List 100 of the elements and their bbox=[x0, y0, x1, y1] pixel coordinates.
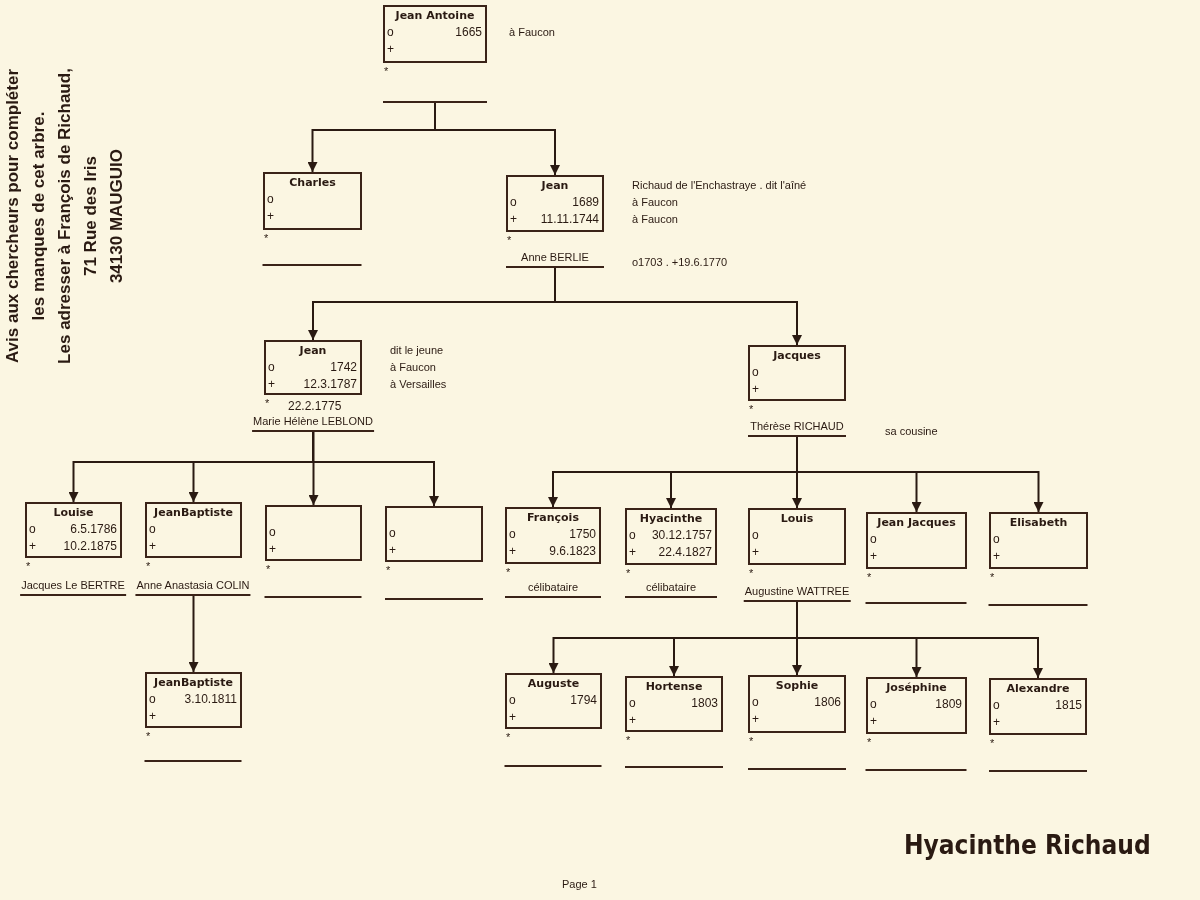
marriage-note: sa cousine bbox=[885, 424, 938, 438]
birth-date: 30.12.1757 bbox=[651, 527, 712, 544]
arrow bbox=[796, 601, 1043, 679]
birth-mark: o bbox=[993, 697, 1000, 714]
person-note: à Faucon bbox=[632, 212, 678, 226]
birth-date: 1806 bbox=[814, 694, 841, 711]
baptism-mark: * bbox=[749, 734, 754, 748]
death-mark: + bbox=[629, 544, 636, 561]
baptism-mark: * bbox=[266, 562, 271, 576]
baptism-mark: * bbox=[506, 730, 511, 744]
marriage-line bbox=[505, 581, 601, 598]
person-name: Louis bbox=[779, 511, 815, 527]
arrow bbox=[312, 431, 439, 507]
birth-mark: o bbox=[752, 527, 759, 544]
baptism-mark: * bbox=[146, 559, 151, 573]
death-mark: + bbox=[752, 711, 759, 728]
baptism-mark: * bbox=[384, 64, 389, 78]
baptism-mark: * bbox=[506, 565, 511, 579]
birth-date: 1794 bbox=[570, 692, 597, 709]
notice-text: 71 Rue des Iris bbox=[81, 156, 100, 276]
death-mark: + bbox=[389, 542, 396, 559]
baptism-mark: * bbox=[990, 736, 995, 750]
death-mark: + bbox=[993, 548, 1000, 565]
person-name: Jean Antoine bbox=[394, 8, 476, 24]
birth-date: 1803 bbox=[691, 695, 718, 712]
birth-mark: o bbox=[629, 527, 636, 544]
birth-mark: o bbox=[993, 531, 1000, 548]
spouse-name: Thérèse RICHAUD bbox=[749, 420, 845, 434]
birth-mark: o bbox=[149, 691, 156, 708]
arrow bbox=[554, 267, 802, 346]
spouse-name: Anne BERLIE bbox=[520, 251, 590, 265]
person-box bbox=[505, 507, 601, 564]
birth-mark: o bbox=[870, 696, 877, 713]
baptism-mark: * bbox=[507, 233, 512, 247]
spouse-name: Augustine WATTREE bbox=[743, 585, 851, 599]
birth-date: 1665 bbox=[455, 24, 482, 41]
person-box bbox=[625, 676, 723, 732]
notice-text: les manques de cet arbre. bbox=[29, 111, 48, 321]
death-mark: + bbox=[870, 713, 877, 730]
person-note: à Faucon bbox=[509, 25, 555, 39]
spouse-name: Anne Anastasia COLIN bbox=[135, 579, 251, 593]
person-box bbox=[748, 508, 846, 565]
death-date: 11.11.1744 bbox=[540, 211, 599, 228]
person-box bbox=[263, 172, 362, 230]
person-box bbox=[505, 673, 602, 729]
birth-mark: o bbox=[149, 521, 156, 538]
baptism-mark: * bbox=[749, 402, 754, 416]
arrow bbox=[434, 102, 560, 176]
baptism-mark: * bbox=[386, 563, 391, 577]
marriage-line bbox=[385, 598, 483, 600]
birth-date: 1809 bbox=[935, 696, 962, 713]
marriage-line bbox=[748, 768, 846, 770]
marriage-date: 22.2.1775 bbox=[288, 399, 342, 413]
death-mark: + bbox=[629, 712, 636, 729]
birth-mark: o bbox=[387, 24, 394, 41]
person-box bbox=[625, 508, 717, 565]
person-name: JeanBaptiste bbox=[152, 505, 234, 521]
birth-mark: o bbox=[629, 695, 636, 712]
baptism-mark: * bbox=[867, 735, 872, 749]
person-box bbox=[748, 345, 846, 401]
death-mark: + bbox=[752, 381, 759, 398]
baptism-mark: * bbox=[265, 396, 270, 410]
death-mark: + bbox=[509, 543, 516, 560]
marriage-line bbox=[264, 596, 362, 598]
birth-mark: o bbox=[870, 531, 877, 548]
death-mark: + bbox=[269, 541, 276, 558]
person-name: Hyacinthe bbox=[638, 511, 704, 527]
death-date: 9.6.1823 bbox=[549, 543, 596, 560]
birth-mark: o bbox=[268, 359, 275, 376]
death-date: 22.4.1827 bbox=[658, 544, 712, 561]
person-box bbox=[264, 340, 362, 395]
page-number: Page 1 bbox=[562, 878, 597, 890]
death-mark: + bbox=[752, 544, 759, 561]
spouse-name: célibataire bbox=[644, 581, 698, 595]
person-box bbox=[383, 5, 487, 63]
notice-text: Les adresser à François de Richaud, bbox=[55, 68, 74, 364]
spouse-name: célibataire bbox=[526, 581, 580, 595]
notice-text: Avis aux chercheurs pour compléter bbox=[3, 68, 22, 364]
birth-mark: o bbox=[510, 194, 517, 211]
death-mark: + bbox=[29, 538, 36, 555]
marriage-line bbox=[989, 770, 1087, 772]
person-box bbox=[748, 675, 846, 733]
marriage-line bbox=[262, 264, 362, 266]
arrow bbox=[188, 595, 199, 673]
person-box bbox=[25, 502, 122, 558]
person-box bbox=[145, 672, 242, 728]
person-note: à Faucon bbox=[390, 360, 436, 374]
death-mark: + bbox=[870, 548, 877, 565]
birth-mark: o bbox=[267, 191, 274, 208]
death-mark: + bbox=[149, 708, 156, 725]
marriage-line bbox=[504, 765, 602, 767]
person-name: Charles bbox=[288, 175, 337, 191]
death-date: 10.2.1875 bbox=[63, 538, 117, 555]
spouse-name: Marie Hélène LEBLOND bbox=[252, 415, 374, 429]
person-name: JeanBaptiste bbox=[152, 675, 234, 691]
baptism-mark: * bbox=[146, 729, 151, 743]
death-mark: + bbox=[267, 208, 274, 225]
birth-date: 1750 bbox=[569, 526, 596, 543]
baptism-mark: * bbox=[867, 570, 872, 584]
person-name: Jean bbox=[298, 343, 328, 359]
